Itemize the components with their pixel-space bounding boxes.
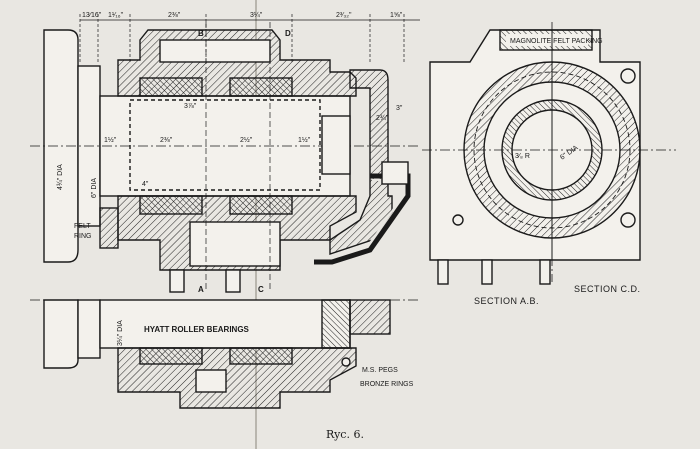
section-letter-D: D xyxy=(285,29,291,38)
section-letter-C: C xyxy=(258,285,264,294)
section-letter-B: B xyxy=(198,29,204,38)
end-cover xyxy=(329,69,393,255)
roller-top-1 xyxy=(139,77,203,97)
lower-end-cover xyxy=(321,299,351,349)
dim-1-1-16: 1¹⁄₁₆" xyxy=(108,12,124,19)
base-bolt-3 xyxy=(539,259,551,285)
felt-ring-part xyxy=(99,207,119,249)
lug-left xyxy=(452,214,464,226)
lower-right-block xyxy=(349,299,391,335)
dim-2-3-8: 2⅜" xyxy=(168,12,181,19)
inner-sleeve xyxy=(129,99,321,191)
base-bolt-2 xyxy=(481,259,493,285)
lower-collar xyxy=(77,299,101,359)
lug-bottom-right xyxy=(620,212,636,228)
dia-4-3-4: 4¾" DIA xyxy=(57,164,64,190)
pipe-nut xyxy=(381,161,409,185)
lower-roller-2 xyxy=(229,347,293,365)
top-dimensions xyxy=(79,14,420,290)
dia-6: 6" DIA xyxy=(91,178,98,198)
dim-1-1-2: 1½" xyxy=(104,136,117,144)
hyatt-label: HYATT ROLLER BEARINGS xyxy=(144,325,250,334)
bolt-2 xyxy=(225,269,241,293)
base-bolt-1 xyxy=(437,259,449,285)
housing-top-cavity xyxy=(159,39,271,63)
dim-2-3-32: 2³⁄₃₂" xyxy=(336,12,352,19)
end-view xyxy=(422,22,676,285)
dim-1-5-8: 1⅝" xyxy=(390,12,403,19)
lower-roller-1 xyxy=(139,347,203,365)
felt-packing-label-bg xyxy=(506,34,588,46)
housing-bottom-cavity xyxy=(189,221,281,267)
upper-section xyxy=(30,29,420,293)
dim-3-1-4-dia: 3¼" DIA xyxy=(117,320,124,346)
lower-shaft xyxy=(99,299,351,349)
bronze-rings-label: BRONZE RINGS xyxy=(360,381,414,388)
dim-3-1-4: 3¼" xyxy=(250,12,263,19)
section-letter-A: A xyxy=(198,285,204,294)
lower-section xyxy=(30,299,420,409)
bolt-1 xyxy=(169,269,185,293)
roller-bottom-2 xyxy=(229,195,293,215)
magnolite-label: MAGNOLITE FELT PACKING xyxy=(510,38,603,45)
dim-2-3-4: 2¾" xyxy=(376,115,389,122)
shaft-end xyxy=(321,115,351,175)
lug-top-right xyxy=(620,68,636,84)
dim-1-1-2-b: 1½" xyxy=(298,136,311,144)
r-3-8-label: 3⁄₈ R xyxy=(515,153,530,160)
felt-ring-label: FELT RING xyxy=(74,223,92,240)
lower-axle-end xyxy=(43,299,79,369)
section-ab-label: SECTION A.B. xyxy=(474,296,539,306)
roller-top-2 xyxy=(229,77,293,97)
dim-3-7-8: 3⅞" xyxy=(184,103,197,110)
lower-cavity xyxy=(195,369,227,393)
ms-peg xyxy=(341,357,351,367)
dim-2-1-2: 2½" xyxy=(240,136,253,144)
roller-bottom-1 xyxy=(139,195,203,215)
dim-2-3-8-b: 2⅜" xyxy=(160,137,173,144)
figure-caption: Ryc. 6. xyxy=(326,428,364,441)
section-cd-label: SECTION C.D. xyxy=(574,284,641,294)
dim-3: 3" xyxy=(396,105,403,112)
ms-pegs-label: M.S. PEGS xyxy=(362,367,398,374)
dim-4: 4" xyxy=(142,181,149,188)
dim-13-16: 13⁄16" xyxy=(82,12,102,19)
